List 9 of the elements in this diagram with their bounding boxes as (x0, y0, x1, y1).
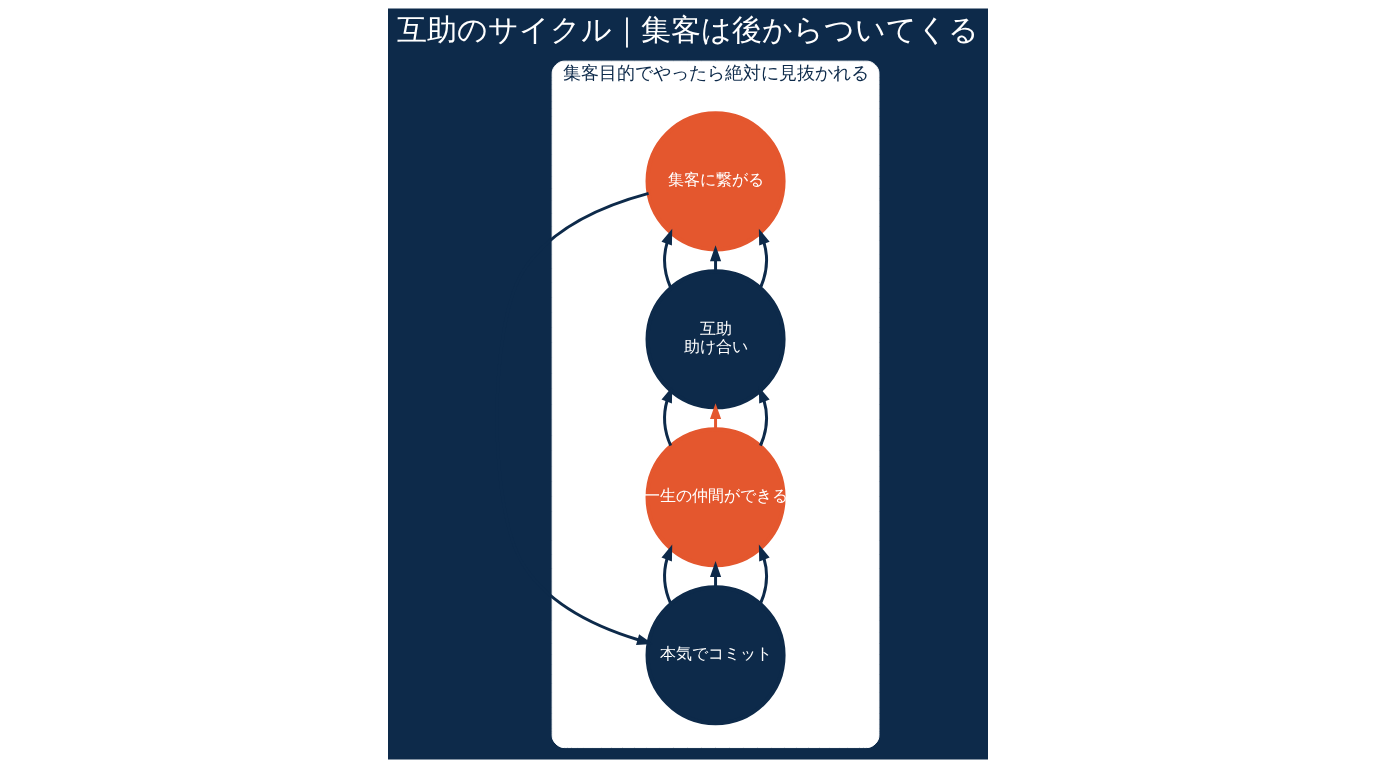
diagram-title: 互助のサイクル｜集客は後からついてくる (397, 12, 979, 48)
node-circle: 互助 助け合い (645, 269, 786, 410)
arrow (661, 544, 673, 605)
arrow (758, 544, 770, 605)
arrow (661, 228, 673, 289)
node-circle: 集客に繋がる (645, 111, 786, 252)
node-circle: 一生の仲間ができる (645, 427, 786, 568)
arrow (758, 228, 770, 289)
node-circle: 本気でコミット (645, 585, 786, 726)
